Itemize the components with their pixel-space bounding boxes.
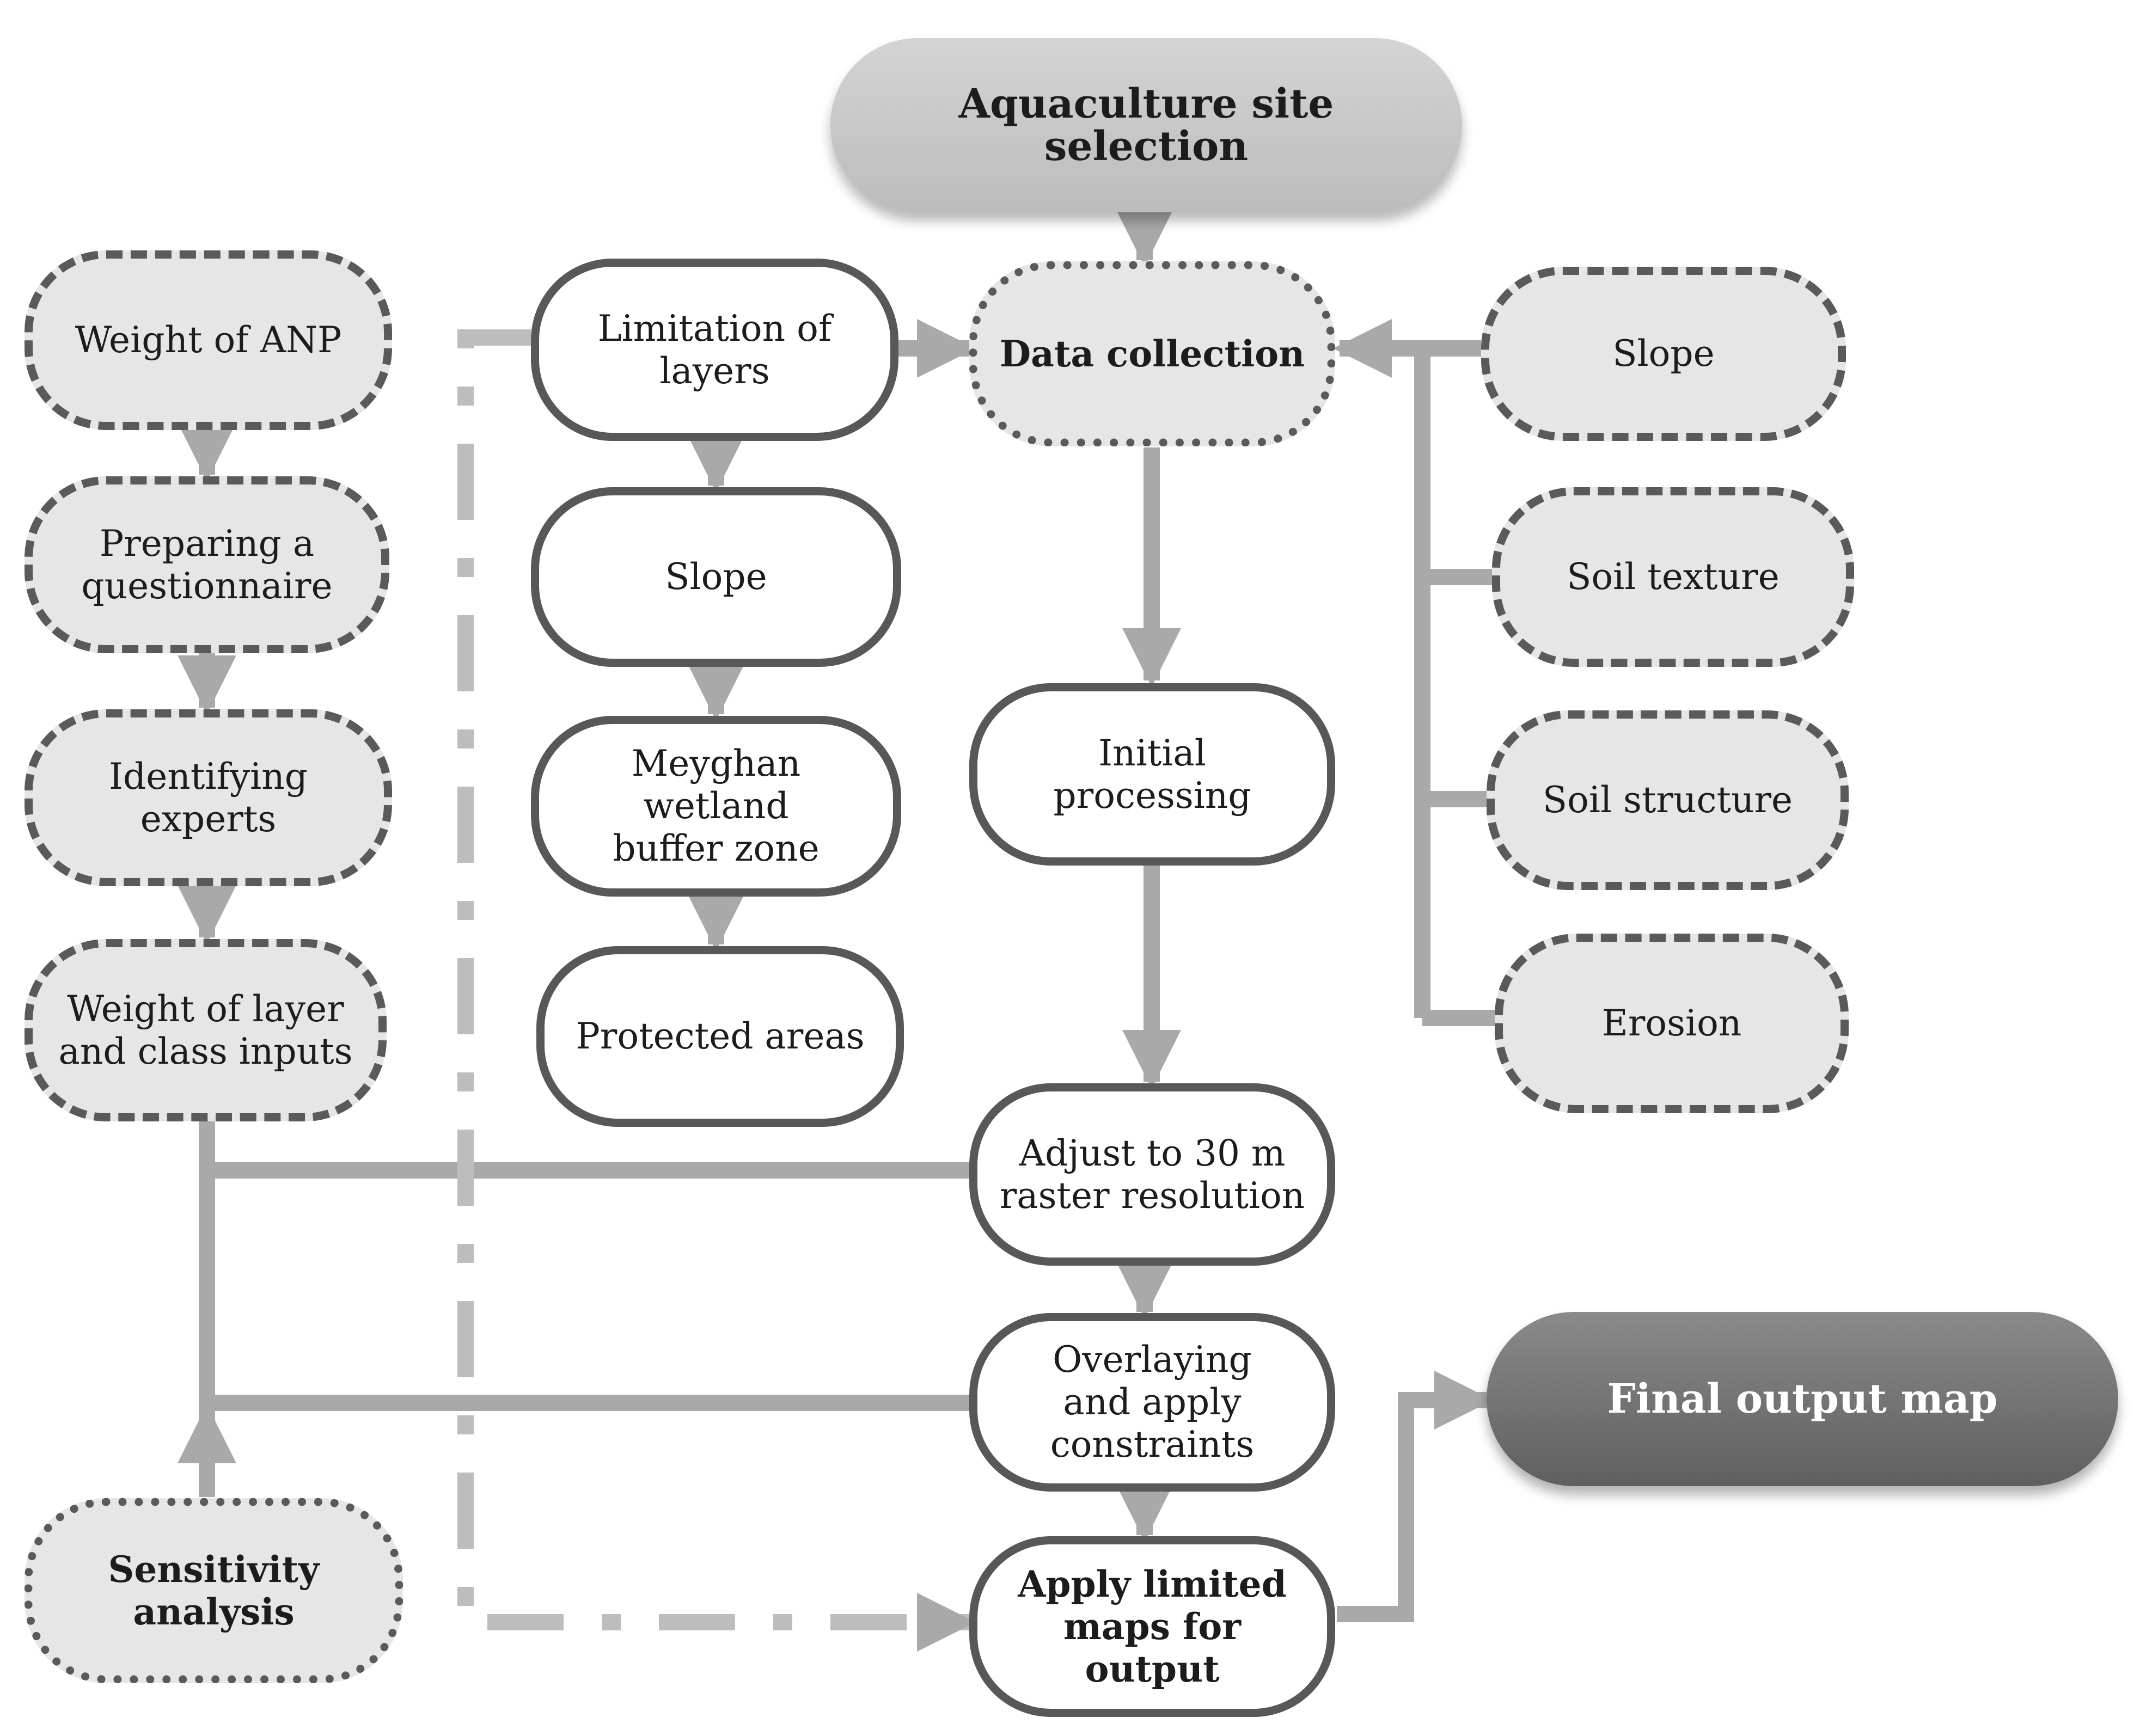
weight-of-layer-label: Weight of layer and class inputs xyxy=(58,987,353,1072)
preparing-questionnaire-node: Preparing a questionnaire xyxy=(25,476,389,653)
overlaying-node: Overlaying and apply constraints xyxy=(969,1313,1335,1492)
identifying-experts-label: Identifying experts xyxy=(108,755,308,840)
weight-of-anp-label: Weight of ANP xyxy=(75,319,342,361)
data-collection-node: Data collection xyxy=(969,261,1335,446)
preparing-questionnaire-label: Preparing a questionnaire xyxy=(81,522,333,607)
initial-processing-node: Initial processing xyxy=(969,683,1335,866)
apply-limited-maps-label: Apply limited maps for output xyxy=(1018,1563,1287,1690)
soil-texture-node: Soil texture xyxy=(1492,487,1854,667)
apply-limited-maps-node: Apply limited maps for output xyxy=(969,1536,1335,1717)
input-slope-label: Slope xyxy=(1612,333,1715,375)
soil-structure-node: Soil structure xyxy=(1487,710,1849,890)
dash-dot-limitation-line xyxy=(457,329,947,1630)
identifying-experts-node: Identifying experts xyxy=(25,709,392,886)
line-weight-layer-to-adjust xyxy=(199,1121,969,1179)
input-slope-node: Slope xyxy=(1481,267,1846,441)
sensitivity-analysis-node: Sensitivity analysis xyxy=(25,1498,403,1683)
line-left-bus-to-overlaying xyxy=(199,1170,969,1411)
limitation-of-layers-label: Limitation of layers xyxy=(597,307,832,392)
sensitivity-analysis-label: Sensitivity analysis xyxy=(108,1548,320,1633)
meyghan-buffer-label: Meyghan wetland buffer zone xyxy=(613,743,820,869)
final-output-map-node: Final output map xyxy=(1487,1312,2118,1486)
protected-areas-label: Protected areas xyxy=(576,1015,865,1057)
data-collection-label: Data collection xyxy=(999,333,1305,375)
protected-areas-node: Protected areas xyxy=(536,946,904,1127)
erosion-label: Erosion xyxy=(1601,1002,1742,1044)
adjust-resolution-node: Adjust to 30 m raster resolution xyxy=(969,1083,1335,1266)
adjust-resolution-label: Adjust to 30 m raster resolution xyxy=(999,1132,1305,1217)
limitation-of-layers-node: Limitation of layers xyxy=(531,259,898,441)
soil-structure-label: Soil structure xyxy=(1542,779,1793,821)
weight-of-layer-node: Weight of layer and class inputs xyxy=(25,939,387,1121)
overlaying-label: Overlaying and apply constraints xyxy=(1050,1339,1255,1465)
aquaculture-site-selection-label: Aquaculture site selection xyxy=(958,81,1334,170)
erosion-node: Erosion xyxy=(1495,934,1849,1113)
aquaculture-site-selection-node: Aquaculture site selection xyxy=(830,38,1462,212)
weight-of-anp-node: Weight of ANP xyxy=(25,250,392,430)
meyghan-buffer-node: Meyghan wetland buffer zone xyxy=(531,716,901,897)
arrow-apply-to-final-output xyxy=(1337,1371,1493,1622)
limitation-slope-node: Slope xyxy=(531,487,901,667)
initial-processing-label: Initial processing xyxy=(1053,732,1251,817)
limitation-slope-label: Slope xyxy=(665,556,767,598)
soil-texture-label: Soil texture xyxy=(1567,556,1780,598)
final-output-map-label: Final output map xyxy=(1607,1376,1998,1422)
